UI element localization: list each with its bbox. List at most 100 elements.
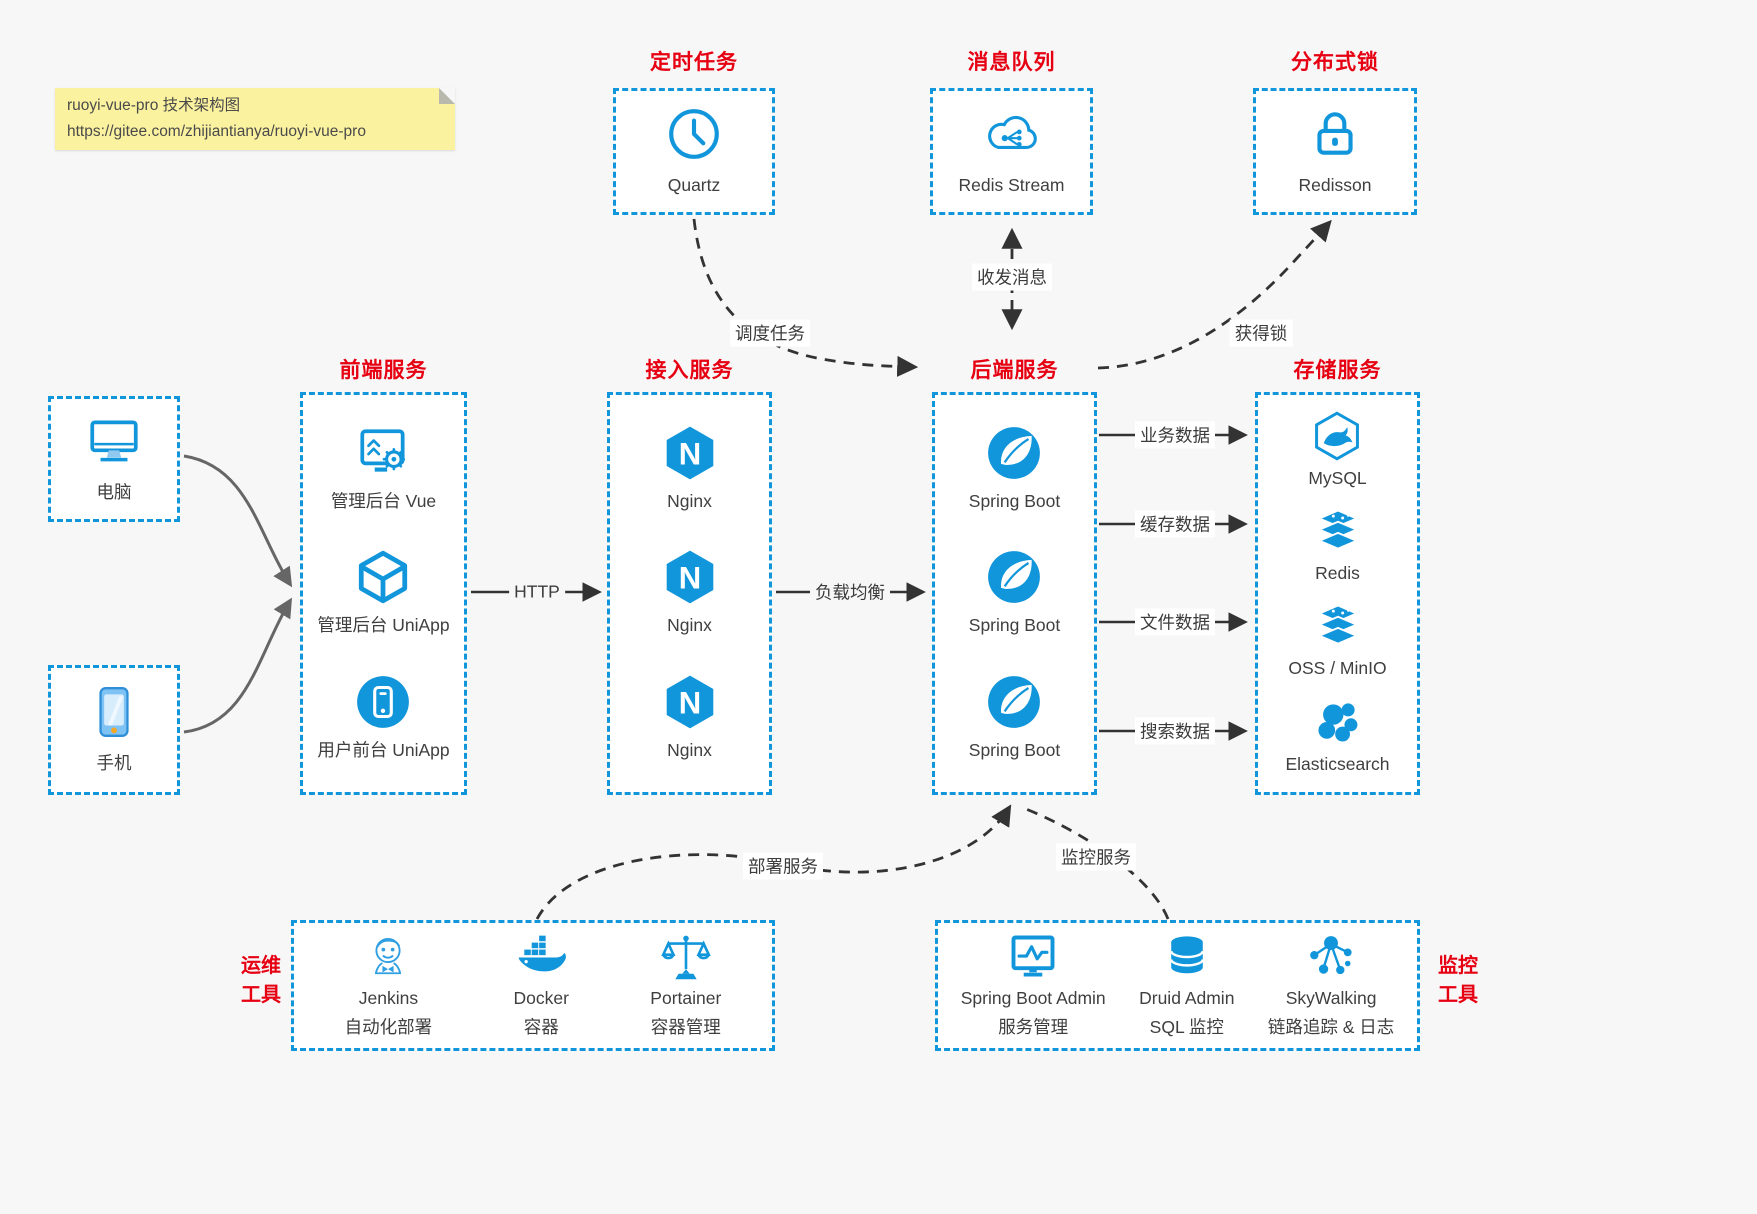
edge-label-http: HTTP	[509, 580, 565, 604]
skywalking-icon	[1305, 931, 1357, 983]
jenkins-icon	[362, 931, 414, 983]
box-access-services: Nginx Nginx Nginx	[607, 392, 772, 795]
edge-label-business-data: 业务数据	[1135, 421, 1215, 449]
portainer-icon	[660, 931, 712, 983]
group-title-scheduled-jobs: 定时任务	[650, 51, 738, 74]
springboot-label: Spring Boot	[968, 615, 1061, 636]
box-quartz: Quartz	[613, 88, 775, 215]
ops-tools-side-label: 运维 工具	[241, 955, 281, 1006]
box-backend-services: Spring Boot Spring Boot Spring Boot	[932, 392, 1097, 795]
component-docker: Docker 容器	[514, 931, 569, 1040]
component-admin-uniapp: 管理后台 UniApp	[317, 548, 450, 638]
spring-boot-admin-icon	[1007, 931, 1059, 983]
column-title-access: 接入服务	[645, 359, 734, 382]
column-title-backend: 后端服务	[970, 359, 1059, 382]
admin-vue-label: 管理后台 Vue	[330, 490, 437, 511]
user-app-icon	[354, 673, 412, 731]
component-nginx-3: Nginx	[661, 673, 719, 763]
clock-icon	[665, 105, 723, 163]
druid-admin-label: Druid Admin	[1139, 988, 1235, 1009]
redisson-label: Redisson	[1298, 174, 1372, 195]
edge-label-lock: 获得锁	[1229, 319, 1293, 347]
docker-label: Docker	[513, 988, 569, 1009]
note-fold-corner	[439, 88, 455, 104]
nginx-icon	[661, 548, 719, 606]
jenkins-label: Jenkins	[358, 988, 419, 1009]
nginx-icon	[661, 673, 719, 731]
component-user-uniapp: 用户前台 UniApp	[317, 673, 450, 763]
spring-boot-admin-sublabel: 服务管理	[998, 1016, 1069, 1037]
component-redis: Redis	[1312, 505, 1364, 586]
monitor-tools-side-label: 监控 工具	[1438, 955, 1478, 1006]
box-ops-tools: Jenkins 自动化部署 Docker 容器 Portainer 容器管理	[291, 920, 775, 1051]
box-storage-services: MySQL Redis OSS / MinIO Elasticsearch	[1255, 392, 1420, 795]
group-title-distributed-lock: 分布式锁	[1291, 51, 1379, 74]
edge-label-schedule: 调度任务	[730, 319, 810, 347]
quartz-label: Quartz	[667, 174, 721, 195]
component-springboot-1: Spring Boot	[969, 424, 1060, 514]
edge-label-load-balance: 负载均衡	[810, 578, 890, 606]
note-title: ruoyi-vue-pro 技术架构图	[67, 97, 241, 114]
component-springboot-3: Spring Boot	[969, 673, 1060, 763]
spring-boot-icon	[985, 673, 1043, 731]
springboot-label: Spring Boot	[968, 739, 1061, 760]
docker-sublabel: 容器	[523, 1016, 559, 1037]
mysql-label: MySQL	[1308, 467, 1367, 488]
computer-icon	[85, 412, 143, 470]
springboot-label: Spring Boot	[968, 490, 1061, 511]
mobile-label: 手机	[96, 753, 132, 774]
skywalking-sublabel: 链路追踪 & 日志	[1267, 1016, 1395, 1037]
component-mysql: MySQL	[1308, 410, 1367, 491]
spring-boot-icon	[985, 424, 1043, 482]
box-redisson: Redisson	[1253, 88, 1417, 215]
user-uniapp-label: 用户前台 UniApp	[317, 739, 450, 760]
component-skywalking: SkyWalking 链路追踪 & 日志	[1268, 931, 1394, 1040]
component-jenkins: Jenkins 自动化部署	[344, 931, 433, 1040]
elasticsearch-label: Elasticsearch	[1285, 753, 1390, 774]
admin-vue-icon	[354, 424, 412, 482]
nginx-label: Nginx	[667, 490, 712, 511]
uniapp-cube-icon	[354, 548, 412, 606]
column-title-storage: 存储服务	[1293, 359, 1382, 382]
box-mobile-client: 手机	[48, 665, 180, 795]
druid-admin-sublabel: SQL 监控	[1149, 1016, 1224, 1037]
component-springboot-2: Spring Boot	[969, 548, 1060, 638]
skywalking-label: SkyWalking	[1285, 988, 1377, 1009]
admin-uniapp-label: 管理后台 UniApp	[317, 615, 450, 636]
redis-stack-icon	[1312, 505, 1364, 557]
edge-label-cache-data: 缓存数据	[1135, 510, 1215, 538]
box-monitor-tools: Spring Boot Admin 服务管理 Druid Admin SQL 监…	[935, 920, 1420, 1051]
mysql-icon	[1311, 410, 1363, 462]
sticky-note: ruoyi-vue-pro 技术架构图 https://gitee.com/zh…	[55, 88, 455, 150]
docker-icon	[515, 931, 567, 983]
component-nginx-1: Nginx	[661, 424, 719, 514]
edge-label-message: 收发消息	[972, 263, 1052, 291]
edge-label-file-data: 文件数据	[1135, 608, 1215, 636]
oss-stack-icon	[1312, 600, 1364, 652]
smartphone-icon	[85, 683, 143, 741]
component-admin-vue: 管理后台 Vue	[331, 424, 436, 514]
nginx-label: Nginx	[667, 615, 712, 636]
group-title-message-queue: 消息队列	[967, 51, 1056, 74]
oss-minio-label: OSS / MinIO	[1288, 658, 1387, 679]
component-druid-admin: Druid Admin SQL 监控	[1139, 931, 1234, 1040]
druid-icon	[1161, 931, 1213, 983]
jenkins-sublabel: 自动化部署	[344, 1016, 433, 1037]
component-oss-minio: OSS / MinIO	[1288, 600, 1387, 681]
spring-boot-admin-label: Spring Boot Admin	[960, 988, 1106, 1009]
box-frontend-services: 管理后台 Vue 管理后台 UniApp 用户前台 UniApp	[300, 392, 467, 795]
portainer-sublabel: 容器管理	[650, 1016, 721, 1037]
component-nginx-2: Nginx	[661, 548, 719, 638]
column-title-frontend: 前端服务	[339, 359, 428, 382]
box-pc-client: 电脑	[48, 396, 180, 522]
elasticsearch-icon	[1311, 696, 1363, 748]
cloud-stream-icon	[983, 105, 1041, 163]
component-spring-boot-admin: Spring Boot Admin 服务管理	[961, 931, 1106, 1040]
nginx-label: Nginx	[667, 739, 712, 760]
component-portainer: Portainer 容器管理	[650, 931, 721, 1040]
box-redis-stream: Redis Stream	[930, 88, 1093, 215]
edge-label-deploy: 部署服务	[743, 852, 823, 880]
lock-icon	[1306, 105, 1364, 163]
